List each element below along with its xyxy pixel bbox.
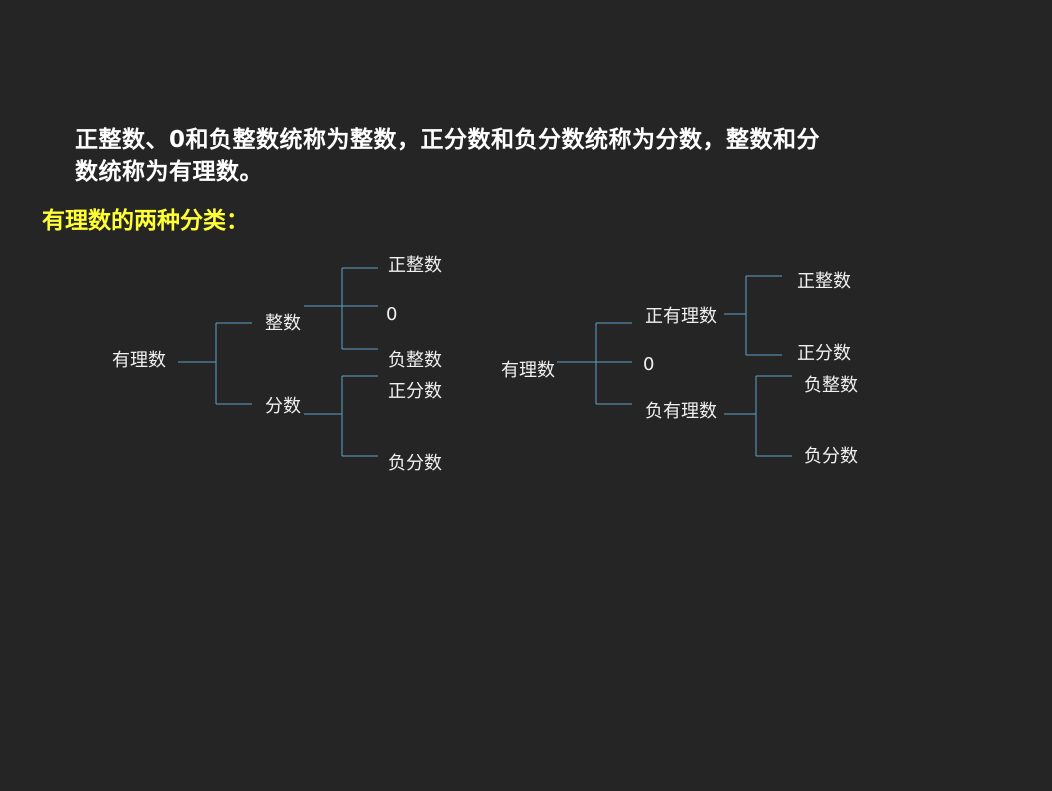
tree1-root-label: 有理数 — [112, 350, 166, 371]
tree-by-definition: 有理数 整数 分数 正整数 0 负整数 正分数 负分数 — [112, 255, 442, 474]
tree1-fraction-label: 分数 — [265, 396, 301, 417]
tree2-root-label: 有理数 — [501, 360, 555, 381]
definition-line-2: 数统称为有理数。 — [75, 159, 263, 185]
tree-by-sign: 有理数 正有理数 0 负有理数 正整数 正分数 负整数 负分数 — [501, 271, 858, 467]
tree1-negative-integer-label: 负整数 — [388, 350, 442, 371]
classification-heading: 有理数的两种分类： — [42, 208, 249, 234]
tree1-integer-label: 整数 — [265, 313, 301, 334]
definition-line-1: 正整数、0和负整数统称为整数，正分数和负分数统称为分数，整数和分 — [75, 127, 821, 153]
tree2-negative-fraction-label: 负分数 — [804, 446, 858, 467]
tree2-negative-rational-label: 负有理数 — [645, 401, 717, 422]
tree2-root-bracket — [557, 322, 632, 405]
tree1-fraction-bracket — [304, 375, 378, 457]
tree2-positive-integer-label: 正整数 — [797, 271, 851, 292]
tree1-zero-label: 0 — [386, 304, 397, 325]
tree1-negative-fraction-label: 负分数 — [388, 453, 442, 474]
tree2-negative-integer-label: 负整数 — [804, 375, 858, 396]
definition-paragraph: 正整数、0和负整数统称为整数，正分数和负分数统称为分数，整数和分 数统称为有理数… — [75, 124, 935, 188]
tree2-positive-rational-label: 正有理数 — [645, 306, 717, 327]
tree1-integer-bracket — [304, 267, 378, 350]
tree2-positive-bracket — [724, 275, 782, 356]
tree2-negative-bracket — [724, 375, 792, 457]
tree1-positive-fraction-label: 正分数 — [388, 381, 442, 402]
tree1-root-bracket — [178, 322, 252, 405]
tree1-positive-integer-label: 正整数 — [388, 255, 442, 276]
tree2-positive-fraction-label: 正分数 — [797, 343, 851, 364]
tree2-zero-label: 0 — [643, 354, 654, 375]
